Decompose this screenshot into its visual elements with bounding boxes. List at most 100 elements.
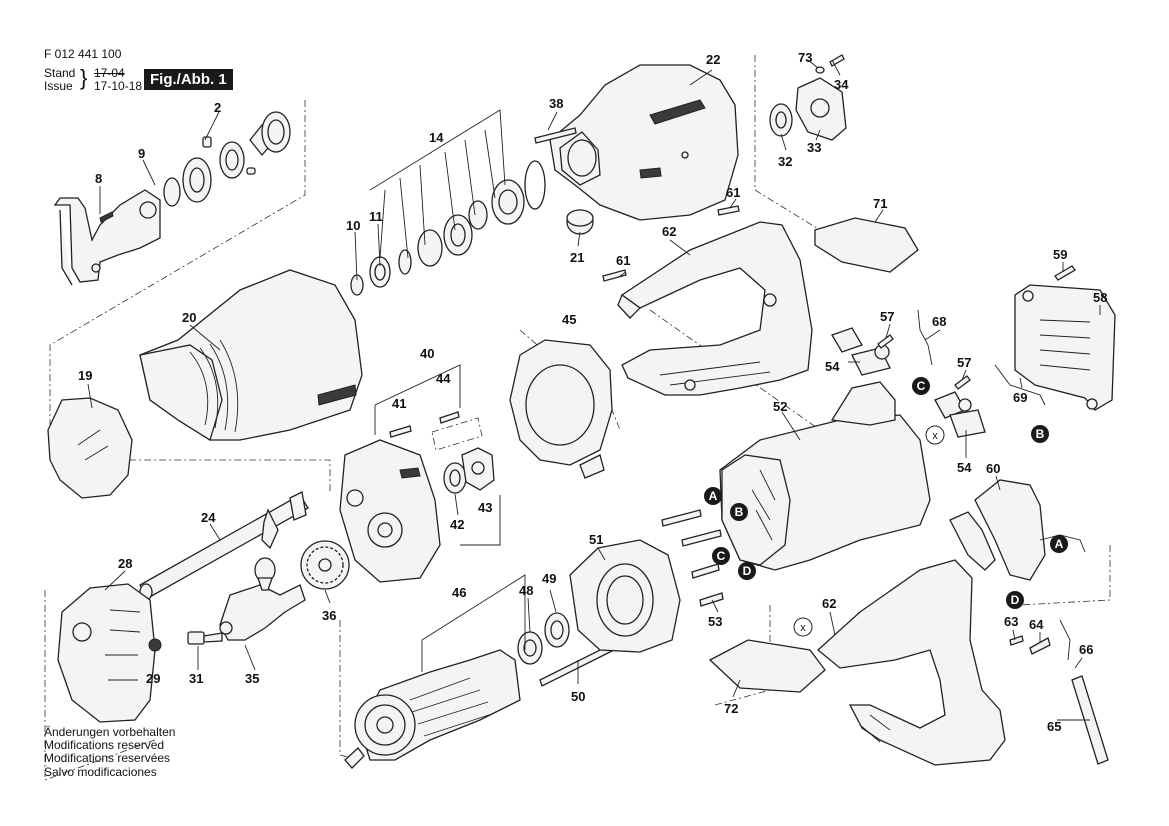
marker-c-brush-label: C bbox=[917, 379, 926, 393]
label-part-63: 63 bbox=[1004, 614, 1018, 629]
marker-d-motor bbox=[738, 562, 756, 580]
label-part-42: 42 bbox=[450, 517, 464, 532]
part-labels: 2 8 9 10 11 14 19 20 21 22 24 28 29 31 3… bbox=[78, 50, 1107, 734]
label-part-28: 28 bbox=[118, 556, 132, 571]
label-part-71: 71 bbox=[873, 196, 887, 211]
screw-part-61-a bbox=[717, 205, 740, 216]
bearing-part-42 bbox=[443, 462, 467, 494]
label-part-38: 38 bbox=[549, 96, 563, 111]
handle-lower-part-62 bbox=[817, 559, 1006, 766]
spring-part-68 bbox=[917, 309, 933, 366]
bearing-part-48 bbox=[517, 631, 543, 665]
label-part-9: 9 bbox=[138, 146, 145, 161]
wire-part-69 bbox=[994, 364, 1046, 406]
footer-line-fr: Modifications reservées bbox=[44, 751, 171, 766]
label-part-40: 40 bbox=[420, 346, 434, 361]
screw-part-38 bbox=[534, 127, 577, 144]
gear-part-36 bbox=[300, 540, 350, 590]
label-part-29: 29 bbox=[146, 671, 160, 686]
electronics-module-part-58 bbox=[1014, 284, 1116, 411]
label-part-36: 36 bbox=[322, 608, 336, 623]
part-number: F 012 441 100 bbox=[44, 47, 122, 61]
brush-clips-part-53 bbox=[661, 509, 724, 607]
marker-x-upper bbox=[925, 425, 945, 445]
gear-housing-part-22 bbox=[549, 64, 739, 221]
plunger-part-24 bbox=[139, 491, 309, 601]
leader-lines bbox=[87, 59, 1101, 721]
handle-upper-part-62 bbox=[617, 221, 813, 396]
label-part-54-b: 54 bbox=[957, 460, 972, 475]
label-part-45: 45 bbox=[562, 312, 576, 327]
label-part-8: 8 bbox=[95, 171, 102, 186]
marker-b-module bbox=[1031, 425, 1049, 443]
figure-badge: Fig./Abb. 1 bbox=[144, 69, 233, 90]
marker-a-switch-label: A bbox=[1055, 537, 1064, 551]
plug-part-21 bbox=[566, 209, 594, 235]
marker-d-switch bbox=[1006, 591, 1024, 609]
label-part-61-a: 61 bbox=[726, 185, 740, 200]
marker-x-lower bbox=[793, 617, 813, 637]
label-sheet-part-72 bbox=[708, 639, 826, 693]
screw-part-31 bbox=[187, 631, 223, 645]
label-part-72: 72 bbox=[724, 701, 738, 716]
gear-plate-part-40 bbox=[339, 439, 441, 583]
label-part-10: 10 bbox=[346, 218, 360, 233]
marker-c-motor-label: C bbox=[717, 549, 726, 563]
label-part-14: 14 bbox=[429, 130, 444, 145]
bearing-part-49 bbox=[544, 612, 570, 648]
marker-x-lower-label: x bbox=[800, 622, 806, 634]
marker-d-switch-label: D bbox=[1011, 593, 1020, 607]
marker-c-motor bbox=[712, 547, 730, 565]
seal-part-19 bbox=[47, 397, 133, 499]
label-part-19: 19 bbox=[78, 368, 92, 383]
label-part-66: 66 bbox=[1079, 642, 1093, 657]
marker-c-brush bbox=[912, 377, 930, 395]
label-part-35: 35 bbox=[245, 671, 259, 686]
label-part-11: 11 bbox=[369, 209, 383, 224]
marker-a-motor-label: A bbox=[709, 489, 718, 503]
footer-line-en: Modifications reserved bbox=[44, 738, 165, 753]
connection-markers: A B C D C B A D x x bbox=[704, 377, 1068, 637]
footer-notes: Änderungen vorbehalten Modifications res… bbox=[44, 725, 176, 779]
label-part-61-b: 61 bbox=[616, 253, 630, 268]
label-part-58: 58 bbox=[1093, 290, 1107, 305]
label-part-50: 50 bbox=[571, 689, 585, 704]
stand-value: 17-04 bbox=[94, 66, 125, 80]
marker-d-motor-label: D bbox=[743, 564, 752, 578]
footer-line-de: Änderungen vorbehalten bbox=[44, 725, 176, 739]
ball-part-29 bbox=[148, 638, 162, 652]
label-sheet-part-71 bbox=[814, 217, 919, 273]
marker-a-switch bbox=[1050, 535, 1068, 553]
screw-part-59 bbox=[1054, 265, 1076, 281]
label-part-52: 52 bbox=[773, 399, 787, 414]
stator-part-51 bbox=[569, 539, 681, 653]
crank-part-35 bbox=[219, 557, 306, 641]
label-part-53: 53 bbox=[708, 614, 722, 629]
label-part-49: 49 bbox=[542, 571, 556, 586]
label-part-24: 24 bbox=[201, 510, 216, 525]
blade-lever-part-8-9 bbox=[53, 189, 161, 286]
motor-housing-part-52 bbox=[719, 381, 931, 571]
housing-half-part-28 bbox=[57, 583, 156, 723]
marker-b-module-label: B bbox=[1036, 427, 1045, 441]
marker-b-motor bbox=[730, 503, 748, 521]
label-part-62-b: 62 bbox=[822, 596, 836, 611]
label-part-22: 22 bbox=[706, 52, 720, 67]
front-cap-part-20 bbox=[139, 269, 363, 442]
label-part-60: 60 bbox=[986, 461, 1000, 476]
screw-part-57-b bbox=[954, 375, 971, 390]
label-part-57-b: 57 bbox=[957, 355, 971, 370]
label-part-54-a: 54 bbox=[825, 359, 840, 374]
label-part-34: 34 bbox=[834, 77, 849, 92]
label-part-20: 20 bbox=[182, 310, 196, 325]
label-part-21: 21 bbox=[570, 250, 584, 265]
stand-label: Stand bbox=[44, 66, 76, 80]
label-part-33: 33 bbox=[807, 140, 821, 155]
marker-x-upper-label: x bbox=[932, 430, 938, 442]
clamp-part-64 bbox=[1029, 637, 1051, 655]
label-part-2: 2 bbox=[214, 100, 221, 115]
cover-plate-parts-32-33-34-73 bbox=[769, 54, 847, 141]
label-part-41: 41 bbox=[392, 396, 406, 411]
screw-part-61-b bbox=[602, 269, 627, 282]
